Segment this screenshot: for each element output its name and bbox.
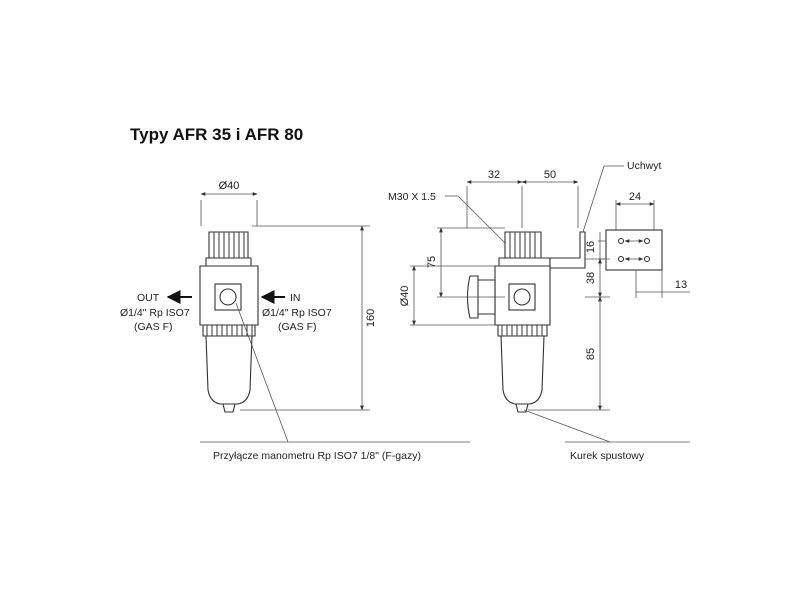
in-label: IN — [290, 292, 301, 304]
thread-label: M30 X 1.5 — [388, 191, 436, 203]
side-port-circle — [513, 288, 531, 306]
port-circle — [219, 288, 237, 306]
dim-height: 160 — [365, 309, 377, 327]
dim-85: 85 — [585, 348, 597, 360]
dim-38: 38 — [585, 272, 597, 284]
gauge-leader — [235, 302, 289, 443]
bracket-leader — [582, 165, 605, 233]
drain-leader — [523, 409, 611, 443]
side-knob-ribs — [509, 232, 536, 258]
out-label: OUT — [137, 292, 160, 304]
bracket-side — [549, 231, 586, 269]
out-gas: (GAS F) — [134, 321, 173, 333]
bowl-ring-ribs — [206, 325, 253, 336]
filter-bowl — [205, 335, 253, 405]
side-bowl-ribs — [501, 325, 543, 336]
side-view: 32 50 M30 X 1.5 75 Ø40 — [388, 160, 690, 462]
in-spec: Ø1/4" Rp ISO7 — [262, 307, 332, 319]
drain-tip — [222, 403, 236, 413]
dim-75: 75 — [426, 256, 438, 268]
front-view: Ø40 OUT Ø1/4" Rp ISO7 (GAS F) IN Ø1/4" R… — [120, 180, 470, 462]
page-title: Typy AFR 35 i AFR 80 — [130, 125, 304, 144]
mount-hole — [617, 255, 625, 263]
out-spec: Ø1/4" Rp ISO7 — [120, 307, 190, 319]
gauge-connection-label: Przyłącze manometru Rp ISO7 1/8" (F-gazy… — [213, 450, 421, 462]
dim-24: 24 — [629, 191, 641, 203]
mount-hole — [643, 255, 651, 263]
in-gas: (GAS F) — [278, 321, 317, 333]
dim-32: 32 — [488, 169, 500, 181]
thread-leader — [457, 195, 506, 244]
mount-hole — [643, 237, 651, 245]
drain-label: Kurek spustowy — [570, 450, 645, 462]
dim-13: 13 — [675, 279, 687, 291]
bracket-view: 24 16 38 13 — [585, 191, 690, 298]
bracket-label: Uchwyt — [627, 160, 662, 172]
dim-diameter-top: Ø40 — [219, 180, 240, 192]
side-bowl — [500, 335, 545, 405]
bracket-plate — [605, 229, 663, 271]
mount-hole — [617, 237, 625, 245]
dim-50: 50 — [544, 169, 556, 181]
dim-16: 16 — [585, 241, 597, 253]
knob-ribs — [213, 232, 245, 258]
side-knob-base — [498, 257, 551, 267]
dim-diameter-side: Ø40 — [399, 286, 411, 307]
knob-base — [205, 257, 252, 267]
